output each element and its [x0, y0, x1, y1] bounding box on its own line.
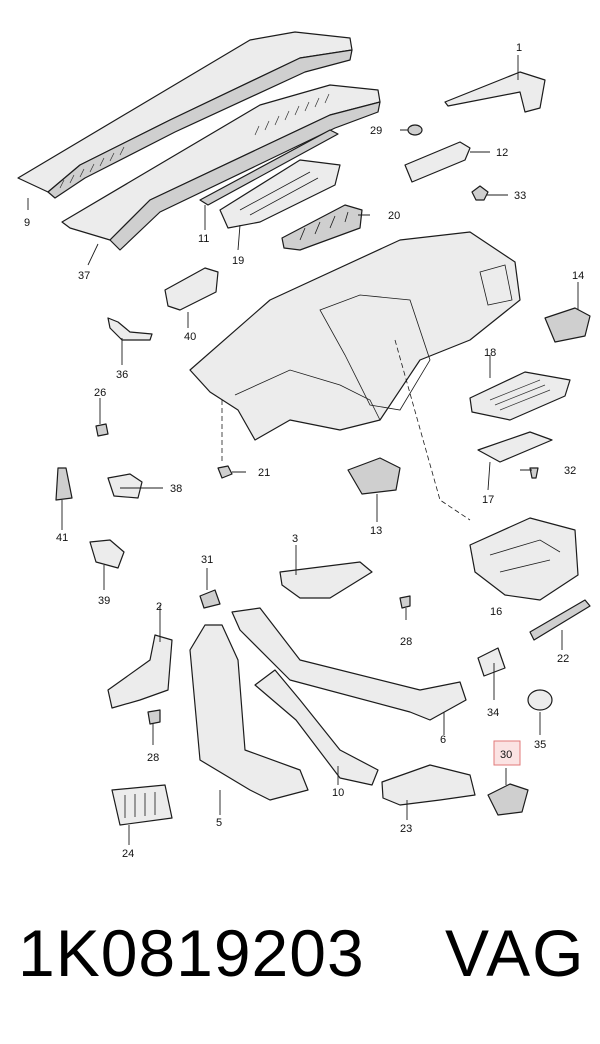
callout-2: 2 [156, 601, 162, 613]
part-13-vent [347, 457, 401, 495]
part-32-screw [529, 467, 539, 479]
part-2-duct [107, 634, 173, 709]
callout-34: 34 [487, 707, 499, 719]
callout-39: 39 [98, 595, 110, 607]
part-12-cover [404, 141, 471, 183]
callout-3: 3 [292, 533, 298, 545]
part-24-grille [111, 784, 173, 826]
part-3-duct [279, 561, 373, 599]
callout-5: 5 [216, 817, 222, 829]
part-37-cowl-lower [61, 84, 381, 251]
part-20-vent-grille [281, 204, 363, 251]
callout-1: 1 [516, 42, 522, 54]
part-14-vent [544, 307, 591, 343]
callout-11: 11 [198, 233, 209, 245]
callout-37: 37 [78, 270, 90, 282]
part-28-screw-lower [147, 709, 161, 725]
part-16-console [469, 517, 579, 601]
part-41-clip [55, 467, 73, 501]
callout-14: 14 [572, 270, 584, 282]
callout-9: 9 [24, 217, 30, 229]
brand-name: VAG [445, 916, 586, 990]
callout-38: 38 [170, 483, 182, 495]
callout-36: 36 [116, 369, 128, 381]
part-38-cap [107, 473, 143, 499]
callout-18: 18 [484, 347, 496, 359]
callout-19: 19 [232, 255, 244, 267]
part-23-duct [381, 764, 476, 806]
part-6-duct [231, 607, 467, 721]
callout-10: 10 [332, 787, 344, 799]
callout-17: 17 [482, 494, 494, 506]
part-40-frame [164, 267, 219, 311]
callout-40: 40 [184, 331, 196, 343]
part-39-sensor [89, 539, 125, 569]
callout-32: 32 [564, 465, 576, 477]
part-34-socket [477, 647, 506, 677]
part-22-cable [529, 599, 591, 641]
callout-28-lower: 28 [147, 752, 159, 764]
callout-26: 26 [94, 387, 106, 399]
part-17-mat [477, 431, 553, 463]
part-35-ring [527, 689, 553, 711]
callout-13: 13 [370, 525, 382, 537]
part-31-clip [199, 589, 221, 609]
part-1-bracket [444, 71, 546, 113]
exploded-parts-diagram: 1 29 12 33 9 37 11 19 20 14 40 18 36 26 … [17, 31, 591, 860]
part-21-clip [217, 465, 233, 479]
caption: 1K0819203 VAG [0, 915, 600, 1005]
callout-29: 29 [370, 125, 382, 137]
callout-30: 30 [500, 749, 512, 761]
callout-22: 22 [557, 653, 569, 665]
part-number: 1K0819203 [18, 916, 365, 990]
callout-20: 20 [388, 210, 400, 222]
part-28-screw [399, 595, 411, 609]
callout-12: 12 [496, 147, 508, 159]
callout-31: 31 [201, 554, 213, 566]
part-30-vent [487, 783, 529, 816]
callout-41: 41 [56, 532, 68, 544]
callout-23: 23 [400, 823, 412, 835]
part-10-duct [254, 669, 379, 786]
callout-35: 35 [534, 739, 546, 751]
part-36-bracket [107, 317, 153, 341]
part-26-clip [95, 423, 109, 437]
part-19-defrost-vent [219, 159, 341, 229]
callout-6: 6 [440, 734, 446, 746]
dashboard-main [189, 231, 521, 441]
part-29-clip [407, 124, 423, 136]
part-33-clip [471, 185, 489, 201]
callout-24: 24 [122, 848, 134, 860]
callout-labels: 1 29 12 33 9 37 11 19 20 14 40 18 36 26 … [24, 42, 584, 860]
callout-21: 21 [258, 467, 270, 479]
leader-lines [27, 55, 579, 845]
part-18-tray [469, 371, 571, 421]
part-11-trim-strip [199, 129, 339, 206]
callout-30-highlight [493, 740, 521, 766]
callout-28: 28 [400, 636, 412, 648]
part-5-duct [189, 624, 309, 801]
callout-33: 33 [514, 190, 526, 202]
part-9-cowl-upper [17, 31, 353, 199]
callout-16: 16 [490, 606, 502, 618]
